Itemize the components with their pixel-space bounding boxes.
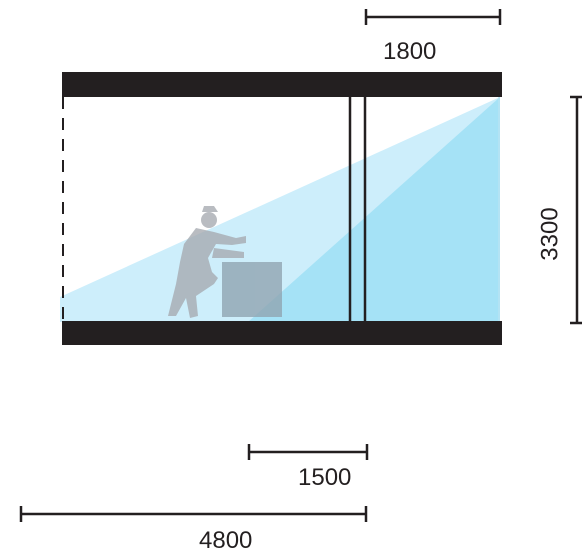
dimension-label-overall: 4800 [199, 527, 253, 554]
floor-slab [62, 321, 502, 345]
dimension-line-height [570, 95, 582, 325]
dimension-label-height: 3300 [536, 207, 564, 261]
dimension-label-inner: 1500 [298, 464, 352, 491]
dimension-line-top [364, 9, 502, 25]
dimension-label-top: 1800 [383, 38, 437, 65]
dimension-line-overall [19, 506, 368, 522]
ceiling-slab [62, 72, 502, 97]
light-wedge-lower [248, 97, 500, 322]
dimension-line-inner [247, 444, 369, 460]
person-pushing-cart-icon [168, 206, 282, 318]
